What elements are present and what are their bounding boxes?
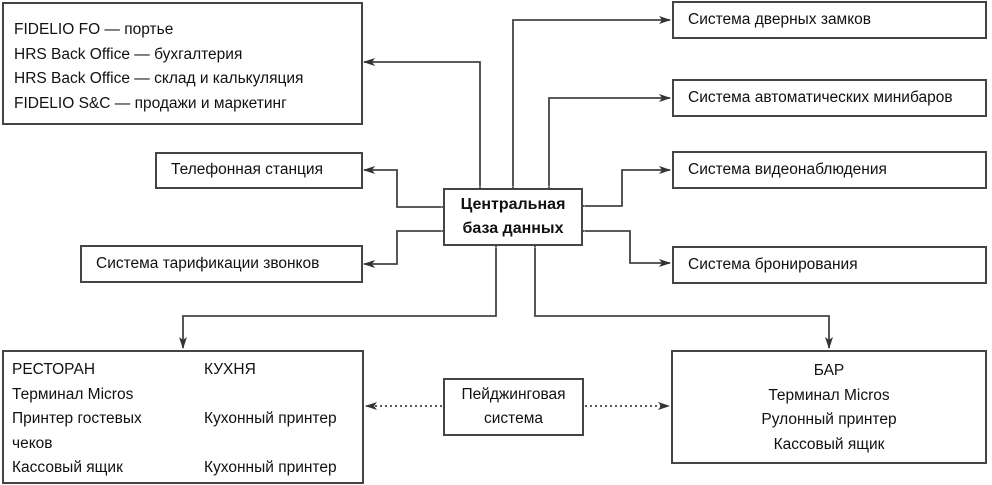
bar-item: Кассовый ящик [773, 435, 885, 453]
door-locks-label: Система дверных замков [688, 10, 872, 28]
booking-label: Система бронирования [688, 255, 858, 273]
video-surveillance-box: Система видеонаблюдения [672, 151, 987, 189]
bar-box: БАР Терминал Micros Рулонный принтер Кас… [671, 350, 987, 464]
bar-title: БАР [813, 362, 845, 379]
restaurant-title: РЕСТОРАН [12, 361, 96, 378]
connector-call-billing [363, 227, 452, 268]
restaurant-item: Терминал Micros [12, 385, 134, 403]
connector-pms [363, 58, 484, 197]
minibars-box: Система автоматических минибаров [672, 79, 987, 117]
booking-box: Система бронирования [672, 246, 987, 284]
central-database-line: база данных [462, 220, 564, 237]
restaurant-box: РЕСТОРАН Терминал Micros Принтер гостевы… [2, 350, 364, 484]
paging-system-line: Пейджинговая [461, 385, 566, 403]
phone-station-box: Телефонная станция [155, 152, 363, 189]
paging-system-box: Пейджинговая система [443, 378, 584, 436]
pms-line: FIDELIO S&C — продажи и маркетинг [14, 94, 287, 112]
connector-bar [531, 237, 833, 349]
kitchen-item [204, 432, 337, 457]
pms-line: HRS Back Office — склад и калькуляция [14, 70, 304, 87]
restaurant-item: Принтер гостевых [12, 410, 142, 427]
connector-minibars [545, 94, 671, 197]
connector-booking [574, 227, 671, 267]
minibars-label: Система автоматических минибаров [688, 88, 953, 106]
door-locks-box: Система дверных замков [672, 1, 987, 39]
pms-line: HRS Back Office — бухгалтерия [14, 45, 243, 63]
phone-station-label: Телефонная станция [171, 161, 323, 179]
connector-door-locks [509, 16, 671, 197]
restaurant-item: Кассовый ящик [12, 459, 123, 476]
restaurant-column: РЕСТОРАН Терминал Micros Принтер гостевы… [12, 358, 142, 481]
call-billing-box: Система тарификации звонков [80, 245, 363, 283]
connector-restaurant [179, 237, 500, 349]
pms-box: FIDELIO FO — портье HRS Back Office — бу… [2, 2, 363, 125]
video-surveillance-label: Система видеонаблюдения [688, 160, 887, 178]
kitchen-title: КУХНЯ [204, 361, 256, 378]
restaurant-item: чеков [12, 434, 53, 452]
kitchen-column: КУХНЯ Кухонный принтер Кухонный принтер [204, 358, 337, 481]
pms-line: FIDELIO FO — портье [14, 21, 174, 38]
connector-phone-station [363, 166, 452, 211]
central-database-line: Центральная [460, 196, 566, 213]
kitchen-item: Кухонный принтер [204, 410, 337, 427]
call-billing-label: Система тарификации звонков [96, 254, 320, 272]
central-database-box: Центральная база данных [443, 188, 583, 246]
paging-system-line: система [484, 410, 543, 427]
connector-video [574, 166, 671, 210]
bar-item: Терминал Micros [768, 386, 890, 404]
kitchen-item [204, 383, 337, 408]
kitchen-item: Кухонный принтер [204, 459, 337, 476]
bar-item: Рулонный принтер [761, 411, 897, 428]
